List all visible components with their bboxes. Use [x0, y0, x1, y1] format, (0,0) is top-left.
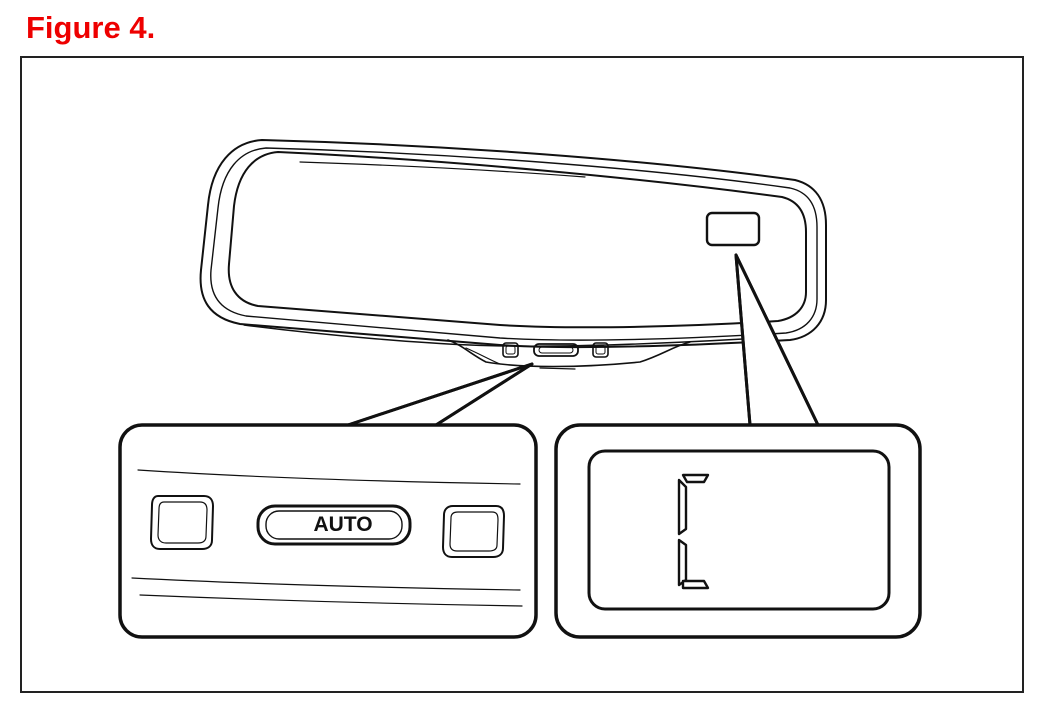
mirror-right-button — [592, 342, 609, 358]
mirror-left-button — [502, 342, 519, 358]
detail-left-button — [150, 495, 214, 550]
display-segment-c — [677, 473, 710, 590]
display-detail-panel: C — [554, 423, 922, 639]
auto-button-detail-panel: AUTO — [118, 423, 538, 639]
detail-auto-button: AUTO — [256, 504, 412, 546]
auto-button-label: AUTO — [313, 513, 372, 536]
figure-title: Figure 4. — [26, 10, 156, 45]
mirror-housing — [199, 139, 827, 370]
mirror-display-window — [705, 211, 761, 247]
detail-right-button — [442, 505, 505, 558]
figure-frame — [20, 56, 1024, 693]
mirror-auto-button — [533, 343, 579, 357]
